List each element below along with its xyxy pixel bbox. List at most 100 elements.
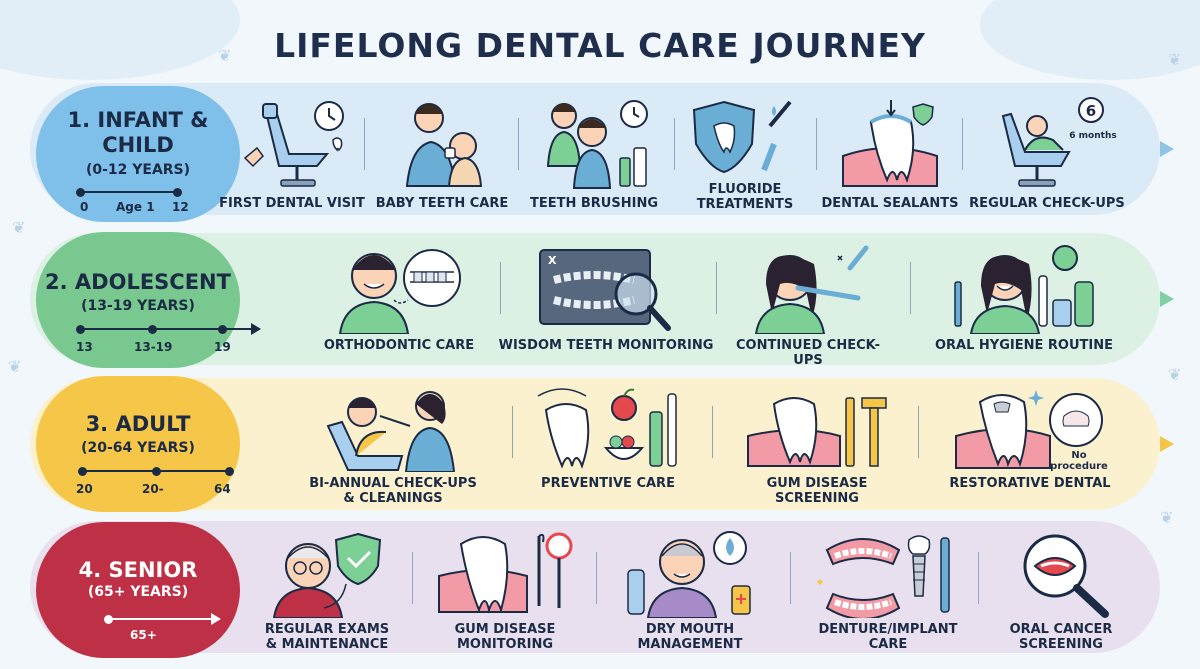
care-item-label: REGULAR CHECK-UPS [969,196,1125,211]
care-item-label: ORAL CANCER SCREENING [1009,622,1113,652]
xray-magnifier-icon: X [539,249,671,331]
stage-badge-infant-child: 1. INFANT & CHILD (0-12 YEARS) 0 Age 1 1… [36,86,240,222]
care-item-regular-exams: REGULAR EXAMS & MAINTENANCE [248,530,406,652]
timeline-label: 13 [76,340,93,354]
care-item-label: DENTAL SEALANTS [821,196,959,211]
care-item-label: TEETH BRUSHING [529,196,658,211]
timeline [76,323,261,335]
care-item-label: DRY MOUTH MANAGEMENT [637,622,743,652]
care-item-continued-check-ups: CONTINUED CHECK-UPS [722,242,894,368]
dental-chair-icon [243,101,344,187]
timeline-label: 64 [214,482,231,496]
timeline [78,466,234,476]
sealed-tooth-icon [842,100,938,187]
timeline-label: 20- [142,482,164,496]
child-brushing-icon [546,100,648,189]
divider [712,406,713,458]
page-title: LIFELONG DENTAL CARE JOURNEY [274,26,926,65]
child-chair-icon: 6 6 months [1001,97,1117,187]
care-item-label: GUM DISEASE MONITORING [454,622,556,652]
timeline [104,613,221,625]
care-item-label: GUM DISEASE SCREENING [766,476,868,506]
braces-smile-icon [338,249,461,334]
stage-name: 1. INFANT & CHILD [67,108,209,157]
shield-tooth-icon [692,100,792,174]
restorative-bubble-label: No procedure [1050,450,1108,472]
divider [978,552,979,604]
decorative-tooth-icon: ❦ [218,46,232,65]
divider [962,118,963,170]
care-item-wisdom-teeth-monitoring: X WISDOM TEETH MONITORING [498,246,714,353]
care-item-label: WISDOM TEETH MONITORING [498,338,714,353]
restored-tooth-icon [955,390,1103,469]
timeline-label: 13-19 [134,340,173,354]
care-item-label: BABY TEETH CARE [375,196,509,211]
care-item-label: BI-ANNUAL CHECK-UPS & CLEANINGS [309,476,477,506]
dry-mouth-icon [627,531,751,618]
care-item-label: DENTURE/IMPLANT CARE [818,622,958,652]
timeline-label: 19 [214,340,231,354]
divider [512,406,513,458]
stage-badge-adult: 3. ADULT (20-64 YEARS) 20 20- 64 [36,376,240,512]
stage-badge-adolescent: 2. ADOLESCENT (13-19 YEARS) 13 13-19 19 [36,232,261,368]
stage-years: (0-12 YEARS) [85,162,191,178]
care-item-teeth-brushing: TEETH BRUSHING [524,96,664,211]
care-item-dry-mouth-management: DRY MOUTH MANAGEMENT [604,530,776,652]
care-item-restorative-dental: No procedure RESTORATIVE DENTAL [940,386,1120,491]
timeline-label: Age 1 [116,200,155,214]
care-item-label: FIRST DENTAL VISIT [219,196,365,211]
dentist-patient-icon [326,391,456,472]
divider [716,262,717,314]
timeline-label: 65+ [130,628,157,642]
care-item-gum-disease-screening: GUM DISEASE SCREENING [730,390,904,506]
decorative-tooth-icon: ❦ [1168,50,1182,69]
stage-badge-senior: 4. SENIOR (65+ YEARS) 65+ [36,522,240,658]
stage-years: (20-64 YEARS) [81,440,195,456]
divider [364,118,365,170]
care-item-oral-cancer-screening: ORAL CANCER SCREENING [986,530,1136,652]
divider [918,406,919,458]
teen-brushing-icon [754,245,869,334]
care-item-label: FLUORIDE TREATMENTS [696,182,794,212]
band-arrow-icon [1160,436,1174,452]
divider [910,262,911,314]
timeline [76,187,182,197]
care-item-fluoride-treatments: FLUORIDE TREATMENTS [680,96,810,212]
checkup-badge-text: 6 months [1069,131,1116,141]
tooth-food-icon [537,388,677,469]
divider [518,118,519,170]
band-arrow-icon [1160,141,1174,157]
care-item-regular-check-ups: 6 6 months REGULAR CHECK-UPS [966,96,1128,211]
decorative-tooth-icon: ❦ [8,357,22,376]
decorative-tooth-icon: ❦ [12,218,26,237]
care-item-baby-teeth-care: BABY TEETH CARE [372,96,512,211]
stage-name: 3. ADULT [85,412,191,436]
care-item-dental-sealants: DENTAL SEALANTS [820,96,960,211]
divider [596,552,597,604]
care-item-first-dental-visit: FIRST DENTAL VISIT [218,96,366,211]
care-item-label: ORTHODONTIC CARE [323,338,475,353]
care-item-preventive-care: PREVENTIVE CARE [520,386,696,491]
care-item-denture-implant-care: DENTURE/IMPLANT CARE [800,530,976,652]
care-item-label: RESTORATIVE DENTAL [949,476,1111,491]
divider [500,262,501,314]
care-item-orthodontic-care: ORTHODONTIC CARE [310,242,488,353]
stage-years: (13-19 YEARS) [81,298,195,314]
care-item-oral-hygiene-routine: ORAL HYGIENE ROUTINE [926,242,1122,353]
care-item-label: CONTINUED CHECK-UPS [736,338,880,368]
mouth-magnifier-icon [1023,534,1109,618]
care-item-gum-disease-monitoring: GUM DISEASE MONITORING [420,530,590,652]
care-item-label: ORAL HYGIENE ROUTINE [935,338,1113,353]
decorative-tooth-icon: ❦ [1168,365,1182,384]
stage-name: 2. ADOLESCENT [45,270,231,294]
xray-mark: X [548,254,557,267]
gum-probe-icon [438,532,573,614]
stage-name: 4. SENIOR [78,558,198,582]
divider [412,552,413,604]
stage-years: (65+ YEARS) [87,584,189,600]
decorative-tooth-icon: ❦ [1160,508,1174,527]
gum-tooth-tools-icon [747,397,887,467]
timeline-label: 20 [76,482,93,496]
timeline-label: 12 [172,200,189,214]
checkup-badge-number: 6 [1086,102,1096,120]
